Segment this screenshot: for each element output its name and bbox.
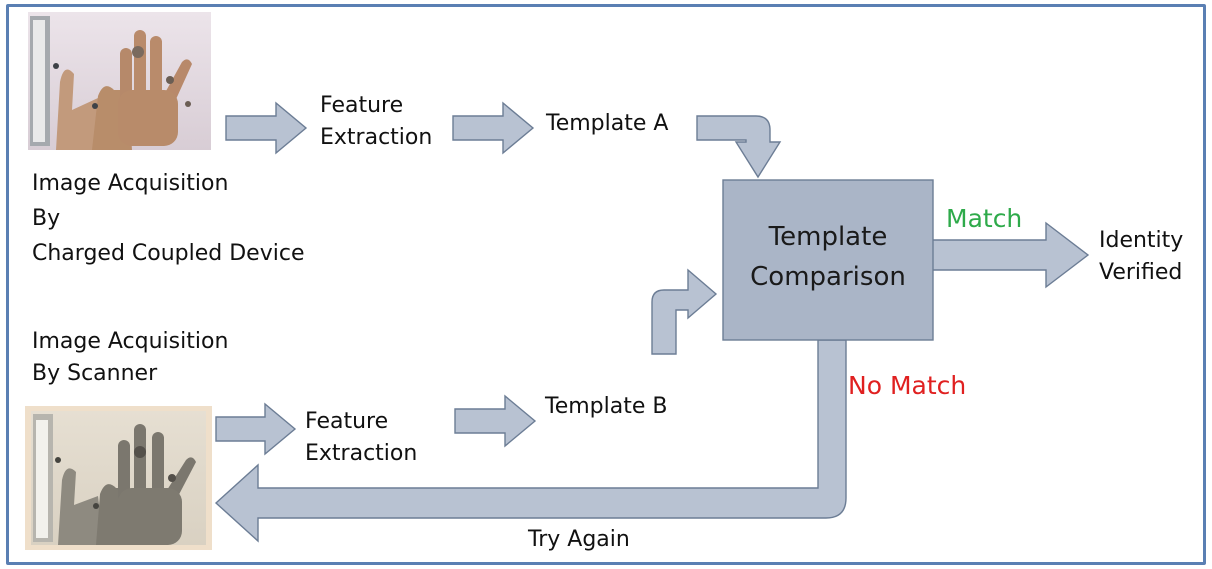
comparison-line2: Comparison [750, 262, 906, 292]
template-b-label: Template B [545, 394, 668, 419]
try-again-label: Try Again [528, 527, 630, 552]
feature-extraction-top-line2: Extraction [320, 125, 433, 150]
arrow-template-a-to-comparison [696, 115, 782, 179]
diagram-frame [6, 4, 1206, 565]
no-match-label: No Match [848, 371, 967, 400]
acquisition-scanner-line2: By Scanner [32, 361, 158, 386]
arrow-feature-to-template-b [454, 394, 537, 448]
feature-extraction-bottom-line2: Extraction [305, 441, 418, 466]
acquisition-ccd-line1: Image Acquisition [32, 171, 229, 196]
arrow-comparison-to-identity [931, 221, 1090, 289]
hand-photo-ccd [28, 12, 211, 150]
match-label: Match [946, 204, 1023, 233]
template-comparison-box [722, 179, 934, 341]
arrow-template-b-to-comparison [651, 268, 718, 355]
feature-extraction-bottom-line1: Feature [305, 409, 389, 434]
hand-photo-scanner [25, 406, 212, 550]
feature-extraction-bottom-label: Feature Extraction [305, 408, 417, 468]
identity-verified-label: Identity Verified [1099, 227, 1183, 287]
comparison-line1: Template [768, 222, 888, 252]
acquisition-ccd-label: Image Acquisition By Charged Coupled Dev… [32, 170, 304, 268]
acquisition-ccd-line3: Charged Coupled Device [32, 241, 305, 266]
arrow-acq-to-feature-top [225, 101, 308, 155]
arrow-no-match-try-again [214, 339, 847, 543]
arrow-acq-to-feature-bottom [215, 402, 297, 456]
template-comparison-label: Template Comparison [723, 217, 933, 297]
template-a-label: Template A [546, 111, 669, 136]
acquisition-ccd-line2: By [32, 206, 61, 231]
identity-line1: Identity [1099, 228, 1184, 253]
identity-line2: Verified [1099, 260, 1183, 285]
acquisition-scanner-line1: Image Acquisition [32, 329, 229, 354]
arrow-feature-to-template-a [452, 101, 535, 155]
feature-extraction-top-label: Feature Extraction [320, 92, 432, 152]
feature-extraction-top-line1: Feature [320, 93, 404, 118]
acquisition-scanner-label: Image Acquisition By Scanner [32, 328, 228, 388]
